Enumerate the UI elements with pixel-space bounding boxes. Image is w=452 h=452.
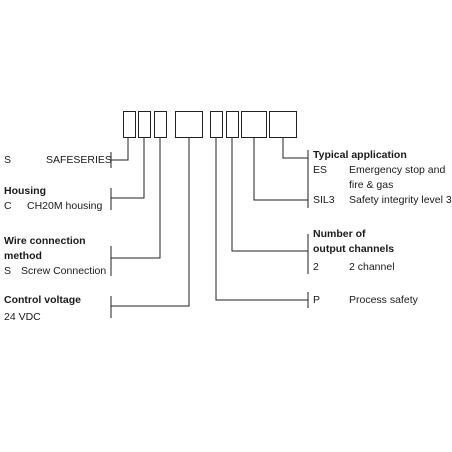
application-heading: Typical application: [313, 149, 407, 161]
code-box-wire: [154, 111, 167, 138]
voltage-heading: Control voltage: [4, 294, 82, 306]
code-box-housing: [138, 111, 151, 138]
process-code: P: [313, 294, 321, 306]
connector-voltage: [111, 138, 190, 307]
code-box-series: [123, 111, 136, 138]
channels-heading-line2: output channels: [313, 243, 395, 255]
connector-application: [282, 138, 308, 159]
housing-heading: Housing: [4, 185, 46, 197]
connector-process: [215, 138, 308, 301]
process-desc: Process safety: [349, 294, 418, 306]
code-box-voltage: [175, 111, 203, 138]
wire-heading-line2: method: [4, 250, 42, 262]
voltage-value: 24 VDC: [4, 311, 41, 323]
connector-wire: [111, 138, 161, 259]
code-box-application: [269, 111, 297, 138]
channels-heading-line1: Number of: [313, 228, 366, 240]
series-code: S: [4, 154, 12, 166]
channels-desc: 2 channel: [349, 261, 395, 273]
code-box-sil: [241, 111, 267, 138]
sil-desc: Safety integrity level 3: [349, 194, 452, 206]
wire-heading-line1: Wire connection: [4, 235, 86, 247]
code-box-channels: [226, 111, 239, 138]
connector-series: [111, 138, 129, 161]
wire-desc: Screw Connection: [21, 265, 107, 277]
connector-channels: [231, 138, 308, 252]
series-desc: SAFESERIES: [46, 154, 112, 166]
application-code: ES: [313, 164, 328, 176]
housing-desc: CH20M housing: [27, 200, 103, 212]
connector-sil: [253, 138, 308, 201]
application-desc-line2: fire & gas: [349, 179, 394, 191]
wire-code: S: [4, 265, 12, 277]
housing-code: C: [4, 200, 12, 212]
connector-housing: [111, 138, 145, 199]
application-desc-line1: Emergency stop and: [349, 164, 446, 176]
channels-code: 2: [313, 261, 319, 273]
code-box-process: [210, 111, 223, 138]
sil-code: SIL3: [313, 194, 335, 206]
